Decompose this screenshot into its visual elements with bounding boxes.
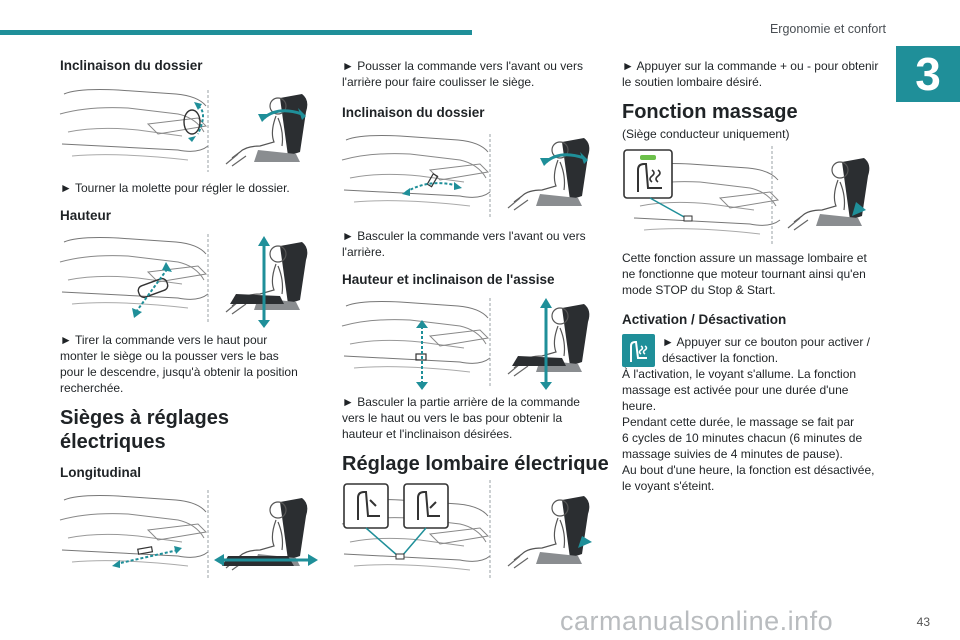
text-cushion: ► Basculer la partie arrière de la comma… — [342, 394, 580, 442]
text-backrest-manual: ► Tourner la molette pour régler le doss… — [60, 181, 290, 195]
heading-longitudinal: Longitudinal — [60, 465, 141, 480]
text-details-line: massage suivies de 4 minutes de pause). — [622, 447, 843, 461]
text-lumbar: ► Appuyer sur la commande + ou - pour ob… — [622, 58, 878, 90]
heading-backrest-electric: Inclinaison du dossier — [342, 105, 485, 120]
heading-activation: Activation / Désactivation — [622, 312, 787, 327]
heading-lumbar: Réglage lombaire électrique — [342, 453, 609, 475]
text-details-line: 6 cycles de 10 minutes chacun (6 minutes… — [622, 431, 863, 445]
text-cushion-line: vers le haut ou vers le bas pour obtenir… — [342, 411, 563, 425]
watermark: carmanualsonline.info — [560, 606, 834, 636]
top-accent-bar — [0, 30, 472, 35]
chapter-tab: 3 — [896, 46, 960, 102]
figure-backrest-manual — [58, 84, 322, 176]
text-massage-line: Cette fonction assure un massage lombair… — [622, 251, 867, 265]
heading-height: Hauteur — [60, 208, 112, 223]
text-press-button-line: ► Appuyer sur ce bouton pour activer / — [662, 335, 870, 349]
text-lumbar-line: ► Appuyer sur la commande + ou - pour ob… — [622, 59, 879, 73]
figure-lumbar — [340, 480, 604, 580]
text-height: ► Tirer la commande vers le haut pour mo… — [60, 332, 298, 396]
text-details-line: Pendant cette durée, le massage se fait … — [622, 415, 855, 429]
text-massage-details: À l'activation, le voyant s'allume. La f… — [622, 366, 874, 494]
text-massage-line: mode STOP du Stop & Start. — [622, 283, 776, 297]
text-cushion-line: ► Basculer la partie arrière de la comma… — [342, 395, 580, 409]
heading-backrest-manual: Inclinaison du dossier — [60, 58, 203, 73]
figure-longitudinal — [58, 490, 322, 582]
text-height-line: monter le siège ou la pousser vers le ba… — [60, 349, 279, 363]
text-backrest-electric-line: ► Basculer la commande vers l'avant ou v… — [342, 229, 586, 243]
massage-button-icon — [630, 341, 648, 362]
heading-cushion: Hauteur et inclinaison de l'assise — [342, 272, 555, 287]
text-details-line: le voyant s'éteint. — [622, 479, 715, 493]
heading-electric-line: Sièges à réglages — [60, 407, 229, 429]
text-press-button-line: désactiver la fonction. — [662, 351, 779, 365]
text-massage-line: ne fonctionne que moteur tournant ainsi … — [622, 267, 866, 281]
text-details-line: Au bout d'une heure, la fonction est dés… — [622, 463, 875, 477]
text-height-line: recherchée. — [60, 381, 124, 395]
text-backrest-electric-line: l'arrière. — [342, 245, 385, 259]
figure-cushion — [340, 296, 604, 390]
heading-electric-seats: Sièges à réglages électriques — [60, 406, 229, 454]
figure-height — [58, 232, 322, 328]
text-slide: ► Pousser la commande vers l'avant ou ve… — [342, 58, 583, 90]
figure-massage — [620, 146, 884, 244]
heading-electric-line: électriques — [60, 431, 166, 453]
text-slide-line: l'arrière pour faire coulisser le siège. — [342, 75, 535, 89]
massage-button-icon — [637, 163, 662, 192]
text-backrest-electric: ► Basculer la commande vers l'avant ou v… — [342, 228, 586, 260]
massage-button-badge — [622, 334, 655, 367]
text-massage-description: Cette fonction assure un massage lombair… — [622, 250, 867, 298]
text-driver-only: (Siège conducteur uniquement) — [622, 127, 790, 141]
text-details-line: massage est activée pour une durée d'une — [622, 383, 849, 397]
seat-adjust-icon — [357, 491, 440, 520]
text-height-line: ► Tirer la commande vers le haut pour — [60, 333, 268, 347]
text-lumbar-line: le soutien lombaire désiré. — [622, 75, 763, 89]
text-press-button: ► Appuyer sur ce bouton pour activer / d… — [662, 334, 870, 366]
text-details-line: À l'activation, le voyant s'allume. La f… — [622, 367, 857, 381]
page-number: 43 — [916, 615, 930, 629]
heading-massage: Fonction massage — [622, 101, 798, 123]
text-slide-line: ► Pousser la commande vers l'avant ou ve… — [342, 59, 583, 73]
text-cushion-line: hauteur et l'inclinaison désirées. — [342, 427, 513, 441]
figure-backrest-electric — [340, 130, 604, 220]
section-title: Ergonomie et confort — [769, 22, 886, 36]
text-height-line: pour le descendre, jusqu'à obtenir la po… — [60, 365, 298, 379]
text-details-line: heure. — [622, 399, 657, 413]
